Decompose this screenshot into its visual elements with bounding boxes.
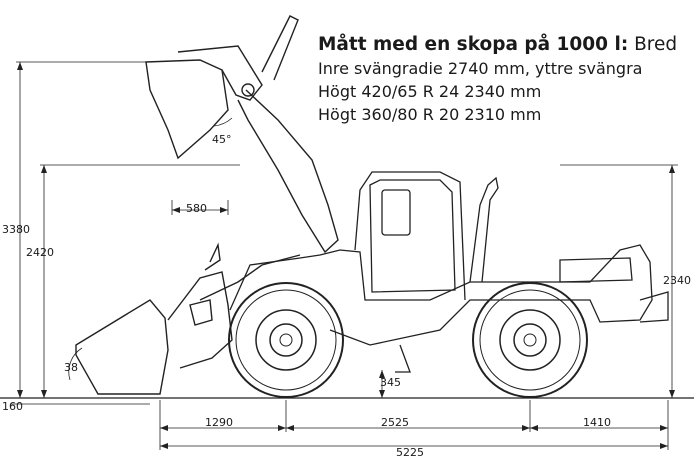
spec-title: Mått med en skopa på 1000 l: Bred: [318, 34, 677, 55]
label-total-length: 5225: [396, 446, 424, 458]
label-rear-overhang: 1410: [583, 416, 611, 429]
label-rollback-angle: 38: [64, 361, 78, 374]
front-wheel: [228, 282, 344, 398]
lowered-bucket: [75, 242, 301, 395]
spec-line-tyre-360: Högt 360/80 R 20 2310 mm: [318, 105, 542, 124]
label-dig-depth: 160: [2, 400, 23, 413]
label-ground-clearance: 345: [380, 376, 401, 389]
spec-title-bold: Mått med en skopa på 1000 l:: [318, 34, 629, 55]
rear-wheel: [472, 282, 588, 398]
label-pin-height: 2420: [26, 246, 54, 259]
label-front-overhang: 1290: [205, 416, 233, 429]
dimension-lines: [10, 61, 678, 450]
dimension-arrows: [17, 62, 675, 449]
spec-line-tyre-420: Högt 420/65 R 24 2340 mm: [318, 82, 542, 101]
angle-arcs: [68, 117, 233, 381]
label-reach: 580: [186, 202, 207, 215]
label-dump-angle: 45°: [212, 133, 232, 146]
loader-body: [229, 171, 669, 373]
spec-line-turning-radius: Inre svängradie 2740 mm, yttre svängra: [318, 59, 643, 78]
spec-title-rest: Bred: [628, 34, 678, 55]
label-cab-height: 2340: [663, 274, 691, 287]
label-wheelbase: 2525: [381, 416, 409, 429]
label-raised-height: 3380: [2, 223, 30, 236]
raised-bucket: [145, 15, 339, 254]
